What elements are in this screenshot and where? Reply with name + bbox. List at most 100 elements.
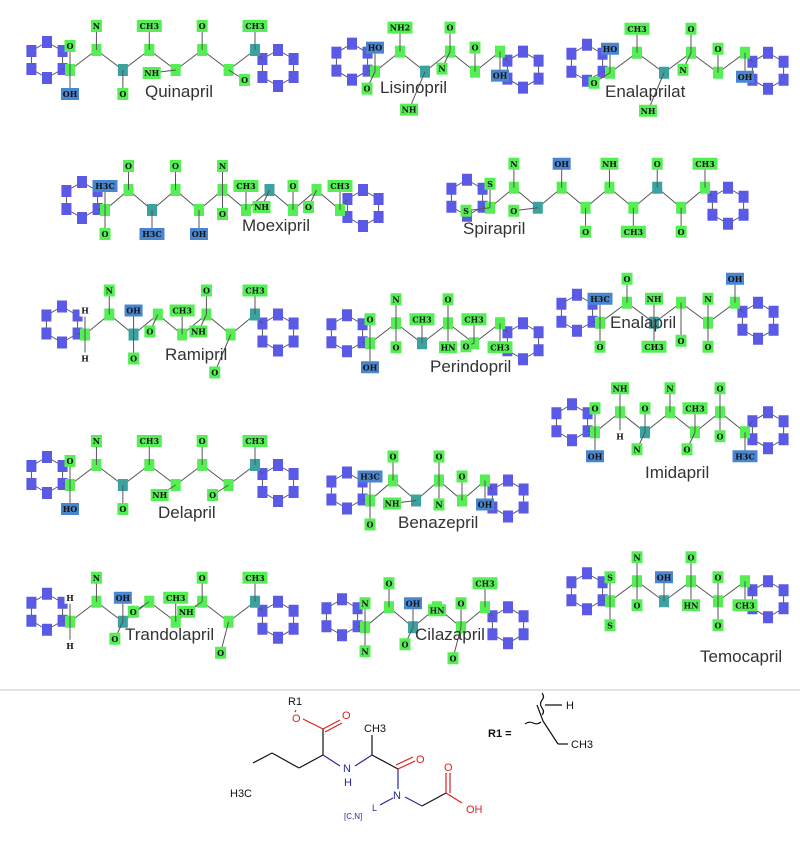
atom-label: CH3 (644, 342, 664, 352)
atom-node (273, 495, 283, 507)
bond (322, 754, 341, 767)
atom-node (566, 65, 577, 78)
atom-label: NH (385, 499, 400, 509)
general-scaffold-structure: R1 O O CH3 H3C N H O N [C,N] L O OH R1 =… (230, 692, 593, 821)
atom-node (768, 323, 779, 336)
atom-node (257, 71, 268, 83)
r1-methyl: CH3 (571, 739, 593, 751)
atom-node (288, 622, 299, 635)
atom-label-box (387, 21, 413, 34)
atom-label: OH (116, 593, 131, 603)
atom-label-box (702, 292, 714, 305)
carbonyl-oxygen: O (342, 710, 351, 722)
atom-label: N (361, 598, 368, 608)
molecule-name: Temocapril (700, 647, 782, 666)
molecule-name: Moexipril (242, 216, 310, 235)
molecule-lisinopril (331, 27, 544, 110)
atom-node (42, 487, 52, 499)
atom-label-box (675, 334, 687, 347)
atom-label: O (111, 634, 118, 644)
atom-label-box (287, 180, 299, 192)
atom-node (597, 576, 608, 589)
atom-label-box (150, 489, 169, 501)
atom-label: CH3 (475, 578, 495, 588)
atom-label: S (463, 206, 469, 216)
atom-node (763, 575, 773, 588)
atom-node (518, 317, 528, 330)
atom-node (518, 628, 529, 641)
atom-node (273, 459, 283, 471)
bond (408, 71, 426, 110)
molecule-name: Quinapril (145, 82, 213, 101)
atom-node (257, 335, 268, 348)
atom-label: N (633, 552, 640, 562)
atom-label-box (487, 341, 513, 354)
atom-node (763, 442, 773, 455)
atom-label: O (445, 294, 452, 304)
atom-label-box (139, 228, 165, 240)
atom-label-box (215, 646, 227, 659)
atom-label: S (607, 620, 613, 630)
atom-label-box (242, 435, 268, 447)
atom-label-box (675, 225, 687, 238)
atom-label-box (196, 571, 208, 584)
atom-label: O (119, 504, 126, 514)
atom-label: NH (179, 607, 194, 617)
amide-nitrogen: N (393, 790, 401, 802)
atom-label: O (591, 78, 598, 88)
atom-label: O (217, 648, 224, 658)
atom-label: OH (406, 598, 421, 608)
atom-label-box (357, 470, 383, 483)
atom-label: CH3 (624, 227, 644, 237)
atom-node (347, 37, 357, 50)
atom-node (503, 637, 513, 650)
atom-node (503, 601, 513, 614)
atom-label: O (241, 75, 248, 85)
atom-node (556, 315, 567, 328)
atom-node (582, 38, 592, 51)
acid-oxygen: O (444, 762, 453, 774)
atom-node (273, 80, 283, 92)
atom-node (518, 501, 529, 514)
atom-label-box (242, 20, 268, 32)
atom-label: NH (641, 106, 656, 116)
propyl-methyl-label: H3C (230, 788, 252, 800)
atom-label: O (199, 436, 206, 446)
atom-label: OH (363, 362, 378, 372)
atom-label-box (142, 67, 161, 79)
ester-oxygen: O (292, 713, 301, 725)
atom-label: H (616, 431, 624, 441)
atom-label: O (367, 314, 374, 324)
atom-node (518, 353, 528, 366)
atom-label-box (604, 619, 616, 632)
atom-node (582, 74, 592, 87)
atom-label-box (631, 551, 643, 564)
atom-node (582, 567, 592, 580)
atom-node (326, 336, 337, 349)
atom-node (358, 184, 368, 196)
atom-label: S (487, 179, 493, 189)
atom-label-box (170, 160, 181, 172)
atom-label: H (66, 593, 74, 603)
atom-node (273, 344, 283, 357)
atom-label-box (611, 382, 629, 395)
atom-node (572, 324, 582, 337)
atom-label-box (217, 208, 228, 220)
atom-label-box (361, 361, 379, 374)
atom-label-box (99, 228, 111, 240)
atom-label: CH3 (140, 436, 160, 446)
atom-label-box (79, 304, 91, 317)
atom-label: O (715, 620, 722, 630)
atom-node (337, 593, 347, 606)
atom-node (763, 611, 773, 624)
atom-label-box (682, 599, 700, 612)
atom-label: CH3 (245, 436, 265, 446)
atom-label-box (364, 313, 376, 326)
atom-label: O (219, 209, 226, 219)
atom-node (257, 486, 268, 498)
molecule-temocapril (566, 557, 789, 626)
atom-label-box (712, 42, 724, 55)
molecule-name: Delapril (158, 503, 216, 522)
